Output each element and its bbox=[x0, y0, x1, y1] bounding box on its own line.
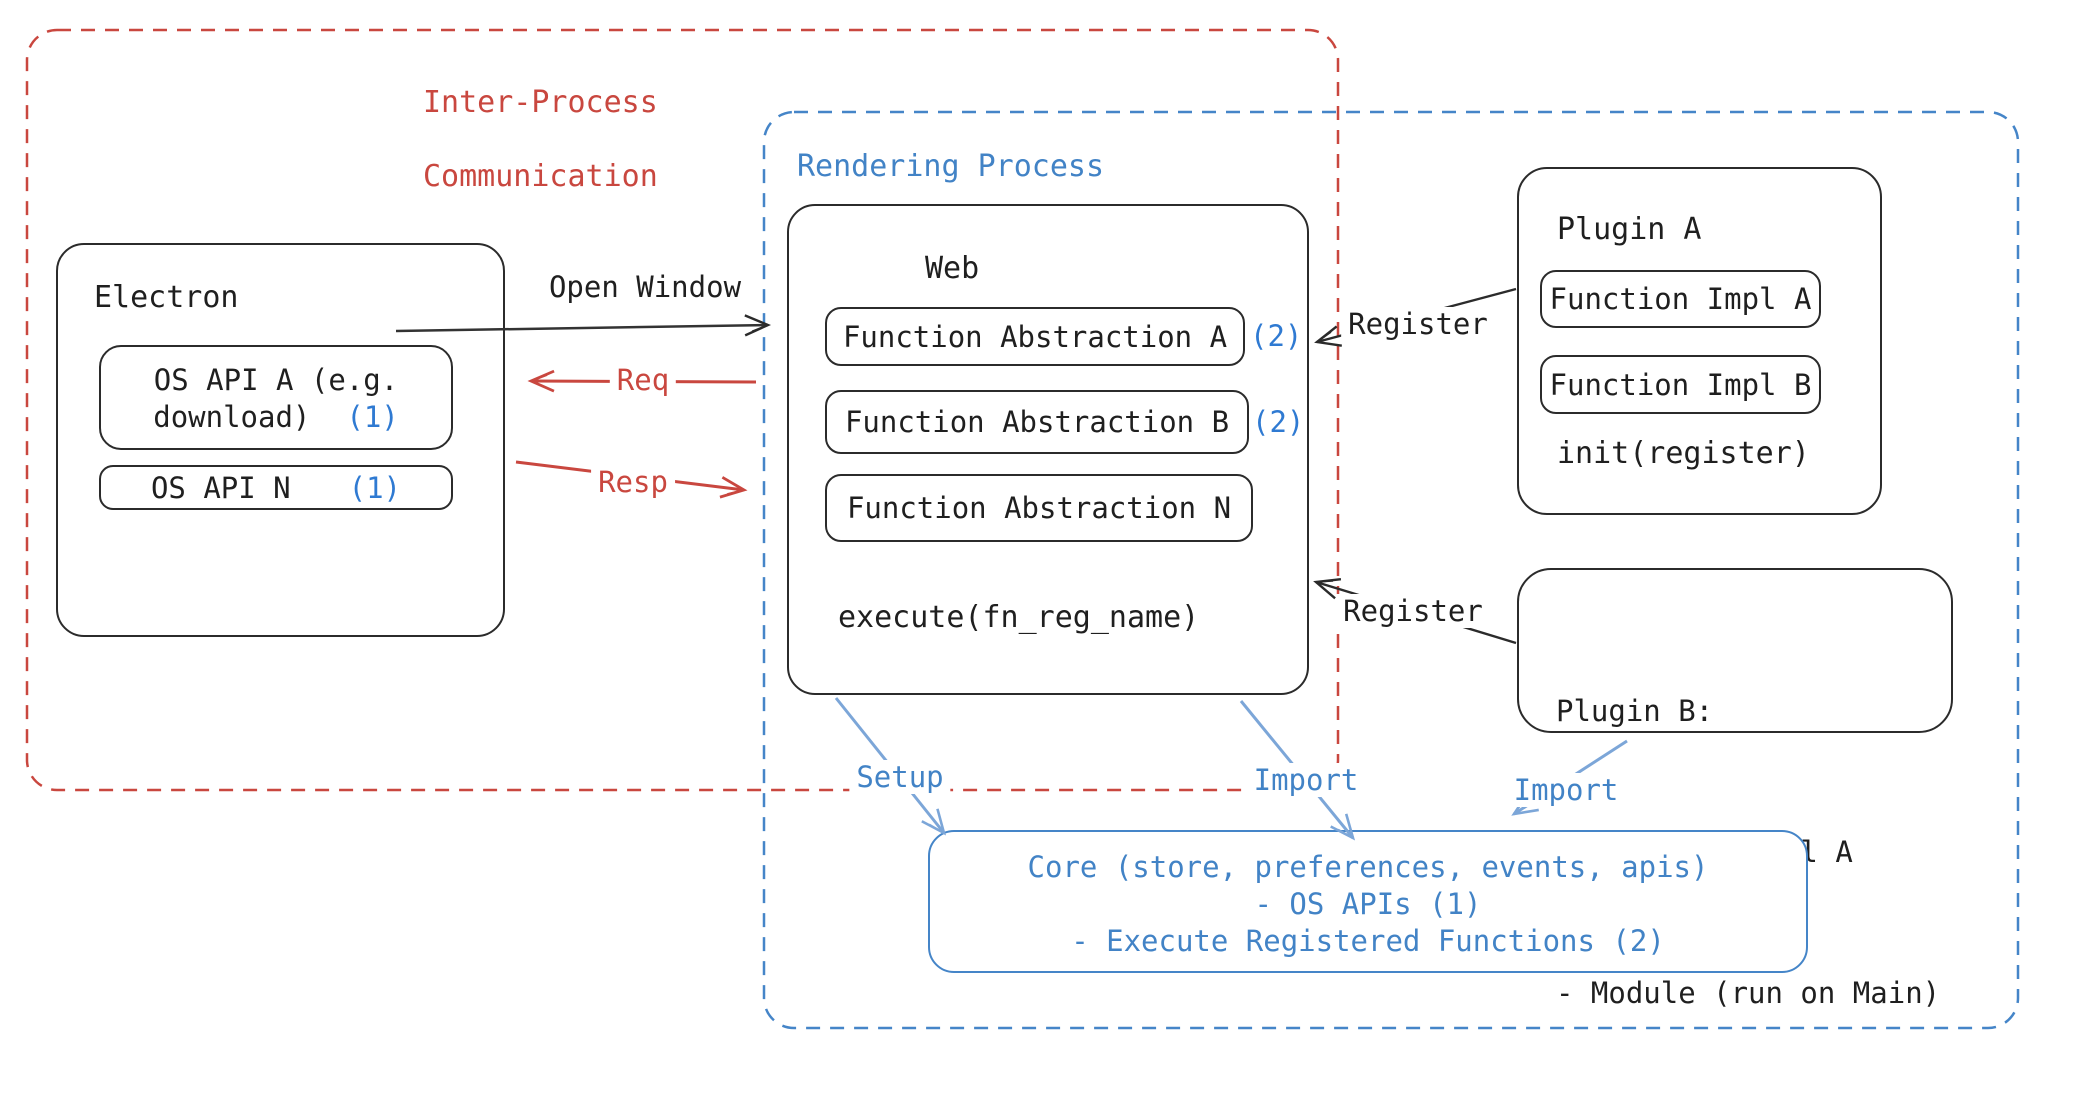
os-api-n-box: OS API N (1) bbox=[99, 465, 453, 510]
core-box: Core (store, preferences, events, apis) … bbox=[928, 830, 1808, 973]
fn-abstraction-b-label: Function Abstraction B bbox=[844, 405, 1230, 439]
plugin-a-impl-a-label: Function Impl A bbox=[1549, 282, 1812, 316]
electron-title: Electron bbox=[94, 280, 239, 315]
fn-abstraction-n-label: Function Abstraction N bbox=[846, 491, 1232, 525]
core-line2: - OS APIs (1) bbox=[1254, 887, 1482, 921]
web-title: Web bbox=[925, 251, 980, 286]
fn-abstraction-b-ref: (2) bbox=[1252, 405, 1305, 439]
register-bottom-label: Register bbox=[1336, 594, 1490, 628]
plugin-a-init-label: init(register) bbox=[1557, 436, 1810, 471]
plugin-a-box: Plugin A Function Impl A Function Impl B… bbox=[1517, 167, 1882, 515]
fn-abstraction-n-box: Function Abstraction N bbox=[825, 474, 1253, 542]
fn-abstraction-a-label: Function Abstraction A bbox=[842, 319, 1228, 354]
plugin-a-impl-a-box: Function Impl A bbox=[1540, 270, 1821, 328]
web-box: Web Function Abstraction A (2) Function … bbox=[787, 204, 1309, 695]
resp-label: Resp bbox=[591, 465, 675, 499]
rendering-region-border bbox=[762, 110, 2020, 1030]
plugin-b-title: Plugin B: bbox=[1556, 694, 1714, 728]
fn-abstraction-a-box: Function Abstraction A bbox=[825, 307, 1245, 366]
open-window-label: Open Window bbox=[548, 270, 742, 304]
plugin-a-title: Plugin A bbox=[1557, 212, 1702, 247]
os-api-a-line1: OS API A (e.g. bbox=[153, 363, 399, 397]
req-label: Req bbox=[609, 363, 677, 397]
plugin-a-impl-b-label: Function Impl B bbox=[1549, 367, 1812, 402]
ipc-region-border bbox=[25, 28, 1340, 792]
plugin-b-box: Plugin B: - Function Impl A - Module (ru… bbox=[1517, 568, 1953, 1010]
os-api-a-line2: download) bbox=[153, 400, 311, 434]
setup-label: Setup bbox=[849, 760, 951, 794]
diagram-canvas: { "regions": { "ipc": { "label_line1": "… bbox=[25, 28, 2020, 1030]
core-line3: - Execute Registered Functions (2) bbox=[1071, 924, 1665, 958]
import-plugin-b-label: Import bbox=[1506, 773, 1626, 807]
electron-box: Electron OS API A (e.g. download) (1) OS … bbox=[56, 243, 505, 637]
os-api-n-label: OS API N bbox=[150, 470, 291, 505]
plugin-a-impl-b-box: Function Impl B bbox=[1540, 355, 1821, 414]
plugin-b-item-2: - Module (run on Main) bbox=[1556, 976, 1941, 1010]
import-web-label: Import bbox=[1246, 763, 1366, 797]
ipc-title-line1: Inter-Process bbox=[423, 85, 658, 120]
os-api-n-ref: (1) bbox=[348, 470, 402, 505]
rendering-region-title: Rendering Process bbox=[797, 149, 1105, 184]
register-top-label: Register bbox=[1341, 307, 1495, 341]
fn-abstraction-b-box: Function Abstraction B bbox=[825, 390, 1249, 454]
execute-label: execute(fn_reg_name) bbox=[838, 600, 1200, 635]
core-line1: Core (store, preferences, events, apis) bbox=[1027, 850, 1709, 884]
dashed-regions bbox=[25, 28, 2020, 1030]
fn-abstraction-a-ref: (2) bbox=[1250, 319, 1303, 353]
os-api-a-box: OS API A (e.g. download) (1) bbox=[99, 345, 453, 450]
os-api-a-ref: (1) bbox=[346, 400, 399, 434]
ipc-title-line2: Communication bbox=[423, 159, 658, 194]
ipc-region-title: Inter-Process Communication bbox=[423, 84, 658, 195]
